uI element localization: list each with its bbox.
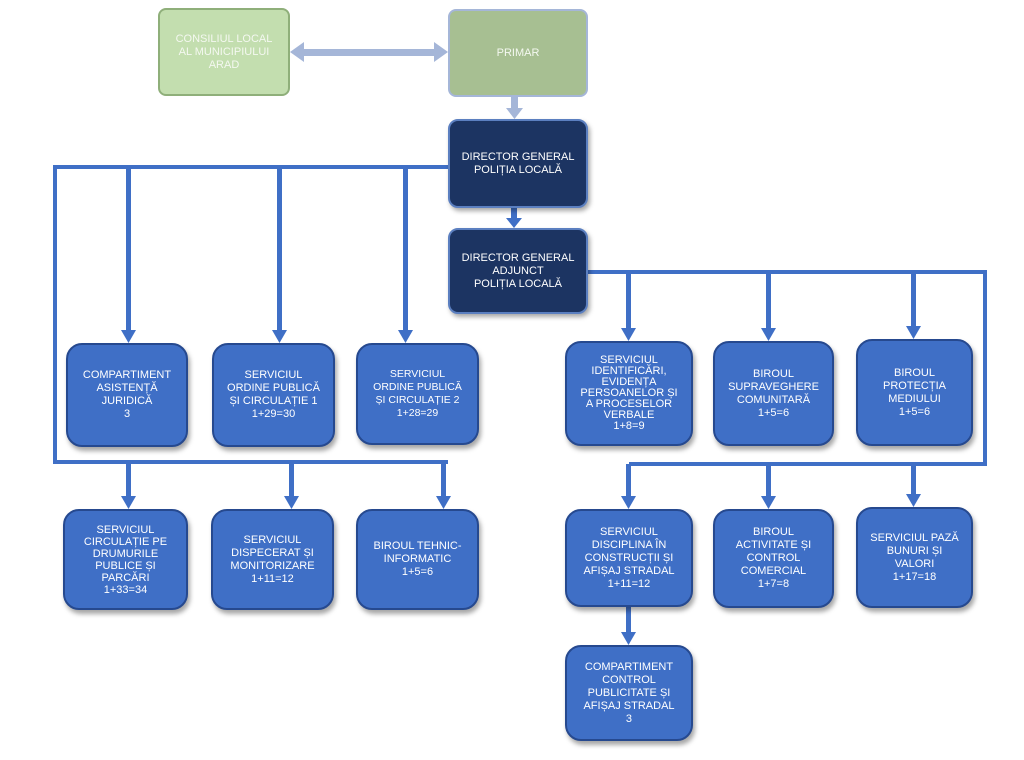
director-general-label: DIRECTOR GENERAL POLIȚIA LOCALĂ <box>461 150 575 176</box>
tehnic-informatic-box: BIROUL TEHNIC- INFORMATIC 1+5=6 <box>356 509 479 610</box>
supraveghere-box: BIROUL SUPRAVEGHERE COMUNITARĂ 1+5=6 <box>713 341 834 446</box>
protectia-mediului-label: BIROUL PROTECȚIA MEDIULUI 1+5=6 <box>883 366 946 418</box>
paza-bunuri-label: SERVICIUL PAZĂ BUNURI ȘI VALORI 1+17=18 <box>870 531 959 583</box>
ordine-publica-2-box: SERVICIUL ORDINE PUBLICĂ ȘI CIRCULAȚIE 2… <box>356 343 479 445</box>
right-bottom-arrows <box>621 464 921 509</box>
asistenta-juridica-label: COMPARTIMENT ASISTENȚĂ JURIDICĂ 3 <box>82 369 172 420</box>
control-publicitate-box: COMPARTIMENT CONTROL PUBLICITATE ȘI AFIȘ… <box>565 645 693 741</box>
identificari-box: SERVICIUL IDENTIFICĂRI, EVIDENȚA PERSOAN… <box>565 341 693 446</box>
left-bottom-arrows <box>121 462 451 509</box>
dispecerat-label: SERVICIUL DISPECERAT ȘI MONITORIZARE 1+1… <box>230 533 315 585</box>
asistenta-juridica-box: COMPARTIMENT ASISTENȚĂ JURIDICĂ 3 <box>66 343 188 447</box>
left-frame <box>53 165 448 464</box>
control-publicitate-label: COMPARTIMENT CONTROL PUBLICITATE ȘI AFIȘ… <box>583 660 675 725</box>
ordine-publica-1-box: SERVICIUL ORDINE PUBLICĂ ȘI CIRCULAȚIE 1… <box>212 343 335 447</box>
primar-box: PRIMAR <box>448 9 588 97</box>
right-frame <box>588 270 987 466</box>
director-general-box: DIRECTOR GENERAL POLIȚIA LOCALĂ <box>448 119 588 208</box>
director-adjunct-box: DIRECTOR GENERAL ADJUNCT POLIȚIA LOCALĂ <box>448 228 588 314</box>
paza-bunuri-box: SERVICIUL PAZĂ BUNURI ȘI VALORI 1+17=18 <box>856 507 973 608</box>
circulatie-drumuri-label: SERVICIUL CIRCULAȚIE PE DRUMURILE PUBLIC… <box>83 523 168 596</box>
consiliu-local-box: CONSILIUL LOCAL AL MUNICIPIULUI ARAD <box>158 8 290 96</box>
ordine-publica-1-label: SERVICIUL ORDINE PUBLICĂ ȘI CIRCULAȚIE 1… <box>227 369 320 420</box>
circulatie-drumuri-box: SERVICIUL CIRCULAȚIE PE DRUMURILE PUBLIC… <box>63 509 188 610</box>
tehnic-informatic-label: BIROUL TEHNIC- INFORMATIC 1+5=6 <box>373 540 462 578</box>
protectia-mediului-box: BIROUL PROTECȚIA MEDIULUI 1+5=6 <box>856 339 973 446</box>
director-adjunct-label: DIRECTOR GENERAL ADJUNCT POLIȚIA LOCALĂ <box>461 251 575 290</box>
dispecerat-box: SERVICIUL DISPECERAT ȘI MONITORIZARE 1+1… <box>211 509 334 610</box>
identificari-label: SERVICIUL IDENTIFICĂRI, EVIDENȚA PERSOAN… <box>580 354 678 432</box>
ordine-publica-2-label: SERVICIUL ORDINE PUBLICĂ ȘI CIRCULAȚIE 2… <box>373 368 462 419</box>
consiliu-primar-link <box>290 42 448 62</box>
director-adjunct-link <box>506 207 522 228</box>
activitate-comercial-label: BIROUL ACTIVITATE ȘI CONTROL COMERCIAL 1… <box>735 526 812 590</box>
disciplina-constructii-label: SERVICIUL DISCIPLINA ÎN CONSTRUCȚII ȘI A… <box>583 525 675 590</box>
disciplina-constructii-box: SERVICIUL DISCIPLINA ÎN CONSTRUCȚII ȘI A… <box>565 509 693 607</box>
right-top-arrows <box>621 272 921 341</box>
activitate-comercial-box: BIROUL ACTIVITATE ȘI CONTROL COMERCIAL 1… <box>713 509 834 608</box>
disciplina-control-arrow <box>621 607 636 645</box>
left-top-arrows <box>121 167 413 343</box>
primar-director-link <box>506 96 523 119</box>
consiliu-local-label: CONSILIUL LOCAL AL MUNICIPIULUI ARAD <box>175 32 273 71</box>
primar-label: PRIMAR <box>496 46 540 59</box>
supraveghere-label: BIROUL SUPRAVEGHERE COMUNITARĂ 1+5=6 <box>728 367 819 419</box>
